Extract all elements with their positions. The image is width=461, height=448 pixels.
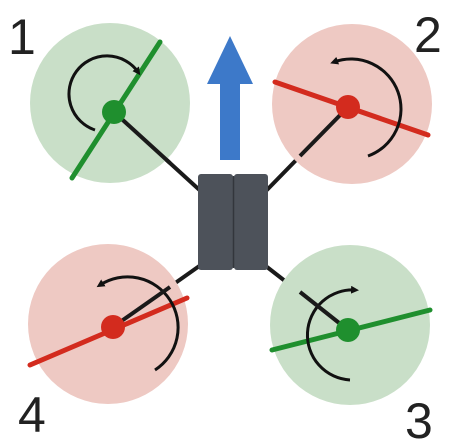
motor-2 — [272, 24, 432, 184]
body-right-half — [234, 174, 268, 270]
motor-hub — [102, 100, 126, 124]
body-left-half — [198, 174, 233, 270]
motor-hub — [336, 318, 360, 342]
motor-4-label: 4 — [18, 387, 46, 443]
motor-1-label: 1 — [8, 9, 36, 65]
motor-3 — [269, 245, 433, 405]
motor-hub — [336, 95, 360, 119]
motor-hub — [101, 315, 125, 339]
counter-clockwise-rotation-arrow-icon — [96, 275, 180, 372]
motor-1 — [30, 23, 190, 183]
motor-2-label: 2 — [414, 7, 442, 63]
motor-3-label: 3 — [405, 393, 433, 448]
arrow-up-icon — [207, 36, 253, 160]
counter-clockwise-rotation-arrow-icon — [330, 56, 403, 158]
clockwise-rotation-arrow-icon — [306, 285, 359, 382]
motor-4 — [27, 244, 190, 404]
arm-segment — [112, 110, 172, 165]
central-body — [198, 174, 268, 270]
clockwise-rotation-arrow-icon — [67, 54, 141, 132]
